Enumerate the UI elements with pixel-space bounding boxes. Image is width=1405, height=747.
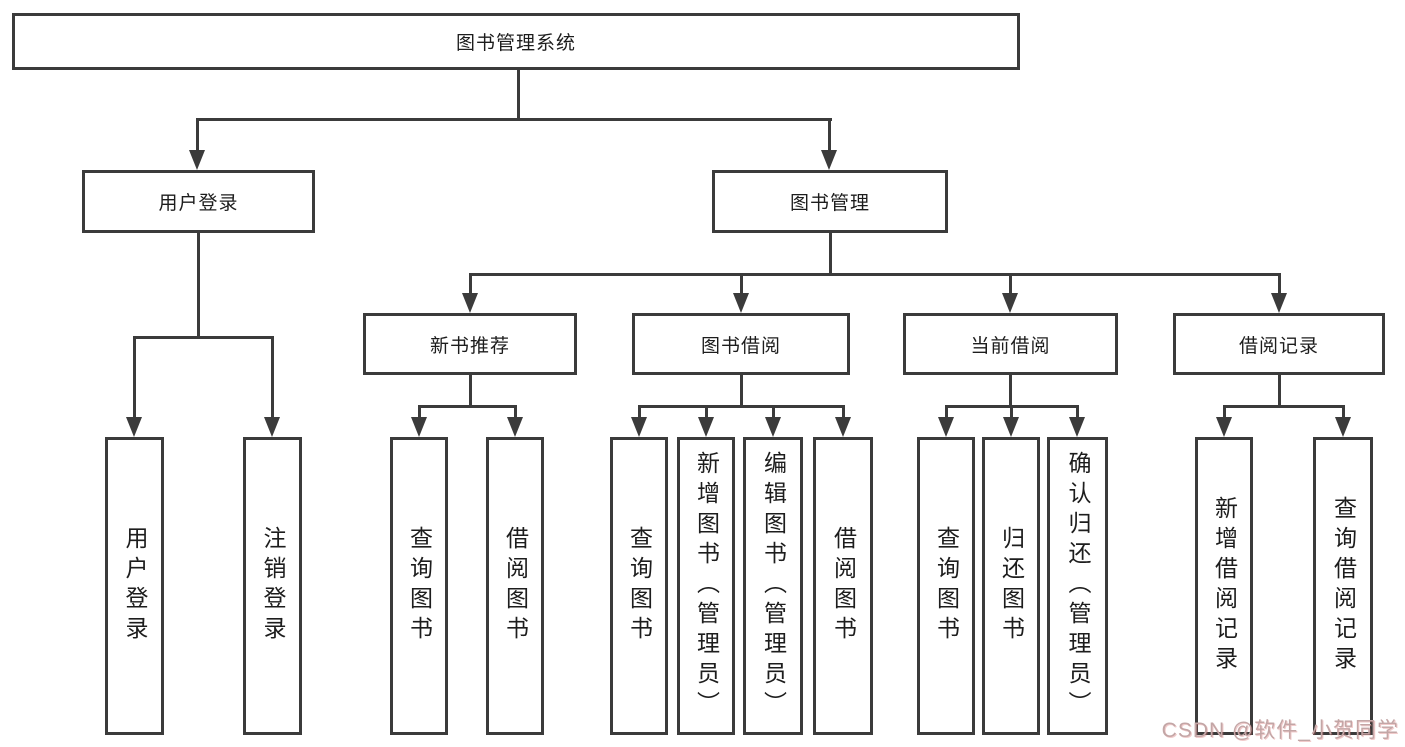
node-label: 借阅图书 <box>830 526 857 646</box>
connector-line <box>705 405 708 419</box>
connector-line <box>1010 405 1013 419</box>
arrow-down-icon <box>698 417 714 437</box>
node-leaf-borrow-books: 借阅图书 <box>813 437 873 735</box>
node-label: 当前借阅 <box>970 335 1051 357</box>
arrow-down-icon <box>765 417 781 437</box>
arrow-down-icon <box>1002 293 1018 313</box>
node-leaf-edit-books-admin: 编辑图书（管理员） <box>743 437 803 735</box>
connector-line <box>196 118 199 156</box>
node-label: 归还图书 <box>998 526 1025 646</box>
arrow-down-icon <box>189 150 205 170</box>
connector-line <box>1009 375 1012 407</box>
connector-line <box>133 336 136 418</box>
node-leaf-query-borrow-record: 查询借阅记录 <box>1313 437 1373 735</box>
node-leaf-query-books-recommend: 查询图书 <box>390 437 448 735</box>
node-label: 新增借阅记录 <box>1211 496 1238 676</box>
node-user-login: 用户登录 <box>82 170 315 233</box>
connector-line <box>1009 273 1012 297</box>
node-leaf-confirm-return-admin: 确认归还（管理员） <box>1047 437 1108 735</box>
connector-line <box>1223 405 1226 419</box>
arrow-down-icon <box>821 150 837 170</box>
arrow-down-icon <box>1271 293 1287 313</box>
csdn-watermark: CSDN @软件_小贺同学 <box>1161 719 1399 742</box>
connector-line <box>828 118 831 156</box>
connector-line <box>638 405 845 408</box>
connector-line <box>1278 273 1281 297</box>
node-leaf-add-borrow-record: 新增借阅记录 <box>1195 437 1253 735</box>
node-current-borrow: 当前借阅 <box>903 313 1118 375</box>
connector-line <box>517 70 520 120</box>
node-library-management-system: 图书管理系统 <box>12 13 1020 70</box>
connector-line <box>638 405 641 419</box>
connector-line <box>1342 405 1345 419</box>
connector-line <box>740 375 743 407</box>
node-label: 查询借阅记录 <box>1330 496 1357 676</box>
arrow-down-icon <box>1069 417 1085 437</box>
node-label: 用户登录 <box>122 526 148 646</box>
node-label: 查询图书 <box>933 526 960 646</box>
connector-line <box>418 405 421 419</box>
arrow-down-icon <box>733 293 749 313</box>
node-label: 确认归还（管理员） <box>1065 451 1091 721</box>
connector-line <box>271 336 274 418</box>
node-label: 借阅记录 <box>1238 335 1319 357</box>
arrow-down-icon <box>264 417 280 437</box>
node-leaf-logout: 注销登录 <box>243 437 302 735</box>
arrow-down-icon <box>1335 417 1351 437</box>
connector-line <box>197 118 832 121</box>
connector-line <box>829 233 832 275</box>
connector-line <box>945 405 948 419</box>
arrow-down-icon <box>462 293 478 313</box>
node-leaf-return-books: 归还图书 <box>982 437 1040 735</box>
node-label: 注销登录 <box>260 526 286 646</box>
node-borrow-records: 借阅记录 <box>1173 313 1385 375</box>
arrow-down-icon <box>1003 417 1019 437</box>
node-leaf-borrow-books-recommend: 借阅图书 <box>486 437 544 735</box>
connector-line <box>842 405 845 419</box>
node-leaf-query-books-borrow: 查询图书 <box>610 437 668 735</box>
node-label: 查询图书 <box>406 526 433 646</box>
arrow-down-icon <box>411 417 427 437</box>
connector-line <box>418 405 517 408</box>
connector-line <box>197 233 200 339</box>
node-leaf-user-login: 用户登录 <box>105 437 164 735</box>
arrow-down-icon <box>835 417 851 437</box>
arrow-down-icon <box>126 417 142 437</box>
connector-line <box>772 405 775 419</box>
node-label: 查询图书 <box>626 526 653 646</box>
node-label: 新书推荐 <box>429 335 510 357</box>
arrow-down-icon <box>938 417 954 437</box>
connector-line <box>1076 405 1079 419</box>
connector-line <box>469 273 472 297</box>
connector-line <box>1278 375 1281 407</box>
arrow-down-icon <box>1216 417 1232 437</box>
node-book-borrow: 图书借阅 <box>632 313 850 375</box>
node-label: 图书管理 <box>789 193 870 214</box>
node-new-book-recommend: 新书推荐 <box>363 313 577 375</box>
connector-line <box>133 336 274 339</box>
connector-line <box>469 375 472 407</box>
arrow-down-icon <box>631 417 647 437</box>
node-label: 图书管理系统 <box>455 33 576 54</box>
node-leaf-query-books-current: 查询图书 <box>917 437 975 735</box>
node-book-management: 图书管理 <box>712 170 948 233</box>
connector-line <box>740 273 743 297</box>
connector-line <box>514 405 517 419</box>
connector-line <box>469 273 1281 276</box>
connector-line <box>1223 405 1345 408</box>
node-leaf-add-books-admin: 新增图书（管理员） <box>677 437 735 735</box>
node-label: 借阅图书 <box>502 526 529 646</box>
node-label: 用户登录 <box>158 193 239 214</box>
node-label: 编辑图书（管理员） <box>760 451 787 721</box>
arrow-down-icon <box>507 417 523 437</box>
node-label: 图书借阅 <box>700 335 781 357</box>
node-label: 新增图书（管理员） <box>693 451 720 721</box>
